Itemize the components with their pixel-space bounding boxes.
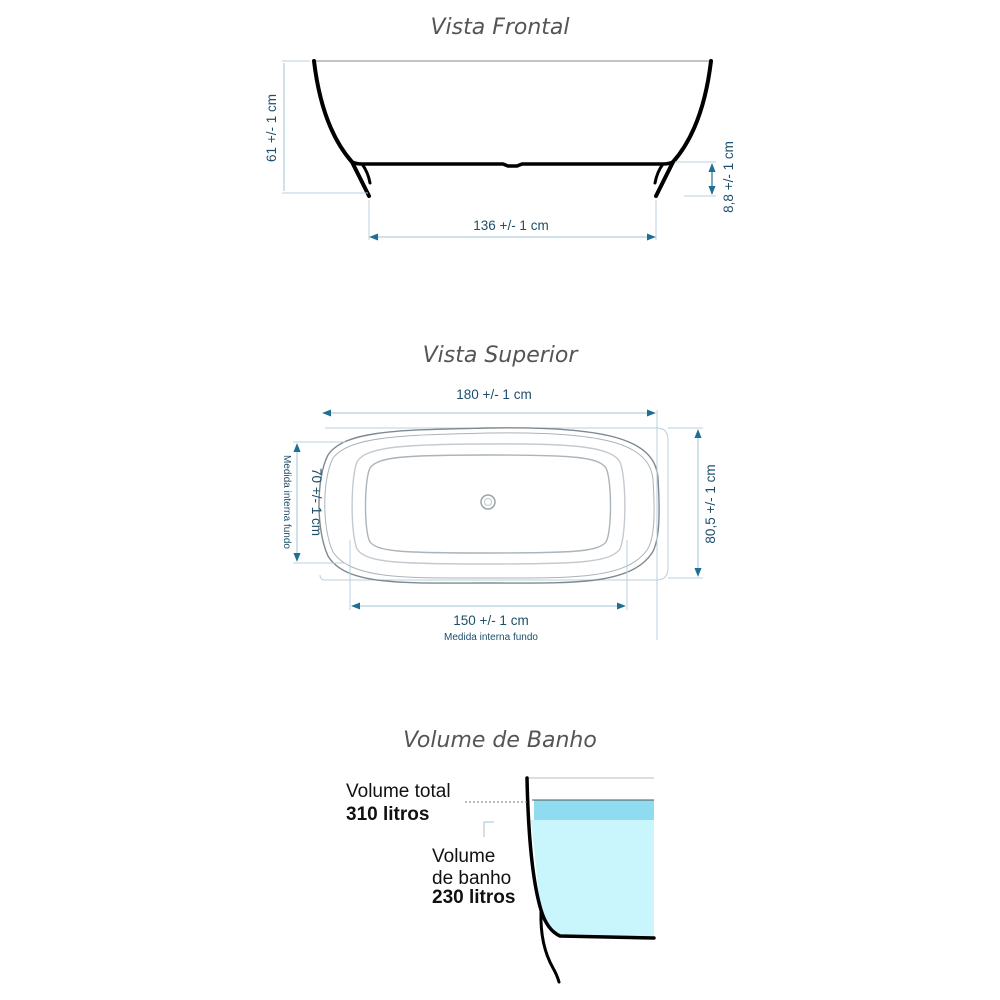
front-view-tub-outline — [312, 59, 713, 198]
top-inner-length-dimension: 150 +/- 1 cm Medida interna fundo — [349, 540, 628, 643]
top-length-label: 180 +/- 1 cm — [456, 387, 531, 402]
bath-volume-value: 230 litros — [432, 887, 515, 908]
volume-section-outline — [525, 776, 656, 984]
top-width-dimension: 80,5 +/- 1 cm — [668, 427, 718, 579]
top-view: Vista Superior 180 +/- 1 cm 70 +/- 1 cm — [281, 343, 718, 643]
top-inner-width-dimension: 70 +/- 1 cm Medida interna fundo — [281, 441, 345, 564]
front-height-label: 61 +/- 1 cm — [264, 94, 279, 162]
top-inner-width-note: Medida interna fundo — [281, 455, 292, 549]
water-fill — [531, 799, 654, 936]
top-view-title: Vista Superior — [423, 343, 580, 368]
front-width-dimension: 136 +/- 1 cm — [368, 200, 657, 241]
volume-view-title: Volume de Banho — [403, 728, 597, 753]
front-view: Vista Frontal 61 +/- 1 cm 8,8 +/- 1 cm — [264, 15, 736, 241]
bath-volume-label-line1: Volume — [432, 846, 495, 867]
front-width-label: 136 +/- 1 cm — [473, 218, 548, 233]
top-inner-length-label: 150 +/- 1 cm — [453, 613, 528, 628]
total-volume-label: Volume total — [346, 781, 451, 802]
top-view-tub-outline — [318, 427, 669, 584]
front-foot-height-dimension: 8,8 +/- 1 cm — [675, 141, 736, 213]
front-height-dimension: 61 +/- 1 cm — [264, 60, 368, 194]
front-foot-height-label: 8,8 +/- 1 cm — [721, 141, 736, 213]
top-width-label: 80,5 +/- 1 cm — [703, 464, 718, 543]
top-length-dimension: 180 +/- 1 cm — [322, 387, 658, 640]
bath-volume-label-line2: de banho — [432, 868, 511, 889]
bath-volume-leader — [483, 821, 494, 837]
front-view-title: Vista Frontal — [430, 15, 569, 40]
top-inner-length-note: Medida interna fundo — [444, 632, 538, 643]
total-volume-value: 310 litros — [346, 804, 429, 825]
top-inner-width-label: 70 +/- 1 cm — [309, 468, 324, 536]
volume-view: Volume de Banho Volume total 310 litros … — [346, 728, 656, 984]
